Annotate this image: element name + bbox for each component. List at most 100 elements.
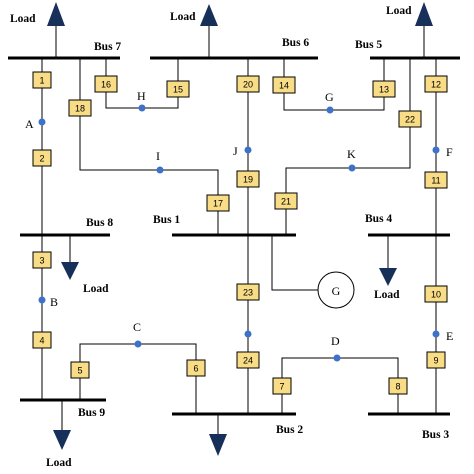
- fault-point-b: [38, 296, 46, 304]
- fault-point-a: [38, 118, 46, 126]
- svg-text:19: 19: [243, 175, 253, 185]
- load-arrow-bus5: [415, 2, 433, 26]
- svg-text:17: 17: [213, 199, 223, 209]
- relay-19: 19: [236, 170, 260, 188]
- load-label-bus9: Load: [46, 457, 72, 469]
- bus-3-label: Bus 3: [422, 429, 449, 441]
- load-arrow-bus6: [200, 4, 218, 26]
- fault-label-c: C: [133, 320, 141, 334]
- bus-4-label: Bus 4: [365, 213, 392, 225]
- relay-16: 16: [94, 75, 118, 93]
- relay-2: 2: [32, 149, 52, 167]
- svg-text:16: 16: [101, 80, 111, 90]
- relay-14: 14: [272, 76, 296, 94]
- bus-8-label: Bus 8: [86, 217, 113, 229]
- load-label-bus8: Load: [83, 283, 109, 295]
- fault-point-e: [432, 330, 440, 338]
- svg-text:3: 3: [39, 256, 44, 266]
- relay-3: 3: [32, 251, 52, 269]
- relay-1: 1: [32, 71, 52, 89]
- svg-text:11: 11: [431, 176, 440, 186]
- svg-text:18: 18: [75, 104, 85, 114]
- fault-point-c: [134, 340, 142, 348]
- line-g: [283, 58, 385, 111]
- load-arrow-bus4: [379, 268, 397, 286]
- relay-11: 11: [424, 171, 448, 189]
- svg-text:4: 4: [39, 336, 44, 346]
- fault-point-d: [333, 354, 341, 362]
- line-c: [79, 343, 197, 414]
- svg-text:1: 1: [39, 76, 44, 86]
- fault-label-b: B: [50, 295, 58, 309]
- svg-text:24: 24: [243, 356, 253, 366]
- svg-text:20: 20: [243, 80, 253, 90]
- svg-text:10: 10: [431, 290, 441, 300]
- load-label-bus7: Load: [10, 13, 36, 25]
- fault-point-g: [326, 106, 334, 114]
- relay-9: 9: [426, 351, 446, 369]
- fault-point-h: [138, 104, 146, 112]
- load-arrow-bus2: [209, 434, 227, 456]
- svg-text:7: 7: [279, 382, 284, 392]
- svg-text:13: 13: [379, 85, 389, 95]
- fault-label-a: A: [25, 117, 34, 131]
- svg-text:14: 14: [279, 81, 289, 91]
- relay-20: 20: [236, 75, 260, 93]
- fault-label-k: K: [347, 147, 356, 161]
- fault-point-i: [156, 166, 164, 174]
- load-arrow-bus9: [53, 430, 71, 450]
- generator-label: G: [332, 284, 341, 298]
- fault-point-f: [432, 146, 440, 154]
- fault-label-j: J: [233, 144, 238, 158]
- bus-7-label: Bus 7: [94, 41, 121, 53]
- fault-point-k: [348, 164, 356, 172]
- svg-text:8: 8: [395, 382, 400, 392]
- bus-2-label: Bus 2: [276, 424, 303, 436]
- bus-1-label: Bus 1: [153, 214, 180, 226]
- relay-18: 18: [68, 99, 92, 117]
- svg-text:15: 15: [173, 85, 183, 95]
- fault-label-f: F: [446, 145, 453, 159]
- svg-text:9: 9: [433, 356, 438, 366]
- svg-text:6: 6: [193, 364, 198, 374]
- svg-text:21: 21: [281, 197, 291, 207]
- fault-point-bus1-bus2: [244, 330, 252, 338]
- load-arrow-bus8: [61, 262, 79, 280]
- relay-13: 13: [372, 80, 396, 98]
- fault-point-j: [244, 146, 252, 154]
- relay-6: 6: [186, 359, 206, 377]
- relay-8: 8: [388, 377, 408, 395]
- fault-label-g: G: [325, 90, 334, 104]
- relay-4: 4: [32, 331, 52, 349]
- generator: G: [317, 271, 355, 309]
- relay-5: 5: [70, 361, 90, 379]
- svg-text:5: 5: [77, 366, 82, 376]
- load-label-bus4: Load: [374, 289, 400, 301]
- relay-24: 24: [236, 351, 260, 369]
- relay-23: 23: [236, 283, 260, 301]
- relay-10: 10: [424, 285, 448, 303]
- relay-17: 17: [206, 194, 230, 212]
- relay-12: 12: [424, 75, 448, 93]
- fault-label-e: E: [446, 329, 453, 343]
- line-d: [281, 357, 399, 414]
- relay-21: 21: [274, 192, 298, 210]
- load-arrow-bus7: [47, 2, 65, 26]
- svg-text:22: 22: [405, 115, 415, 125]
- load-label-bus5: Load: [386, 5, 412, 17]
- svg-text:12: 12: [431, 80, 441, 90]
- bus-5-label: Bus 5: [355, 39, 382, 51]
- bus-9-label: Bus 9: [78, 407, 105, 419]
- generator-tie: [271, 235, 318, 291]
- load-label-bus6: Load: [170, 11, 196, 23]
- fault-label-h: H: [137, 89, 146, 103]
- relay-15: 15: [166, 80, 190, 98]
- svg-text:23: 23: [243, 288, 253, 298]
- svg-text:2: 2: [39, 154, 44, 164]
- fault-label-d: D: [331, 334, 340, 348]
- bus-6-label: Bus 6: [282, 37, 309, 49]
- relay-7: 7: [272, 377, 292, 395]
- fault-label-i: I: [156, 149, 160, 163]
- relay-22: 22: [398, 110, 422, 128]
